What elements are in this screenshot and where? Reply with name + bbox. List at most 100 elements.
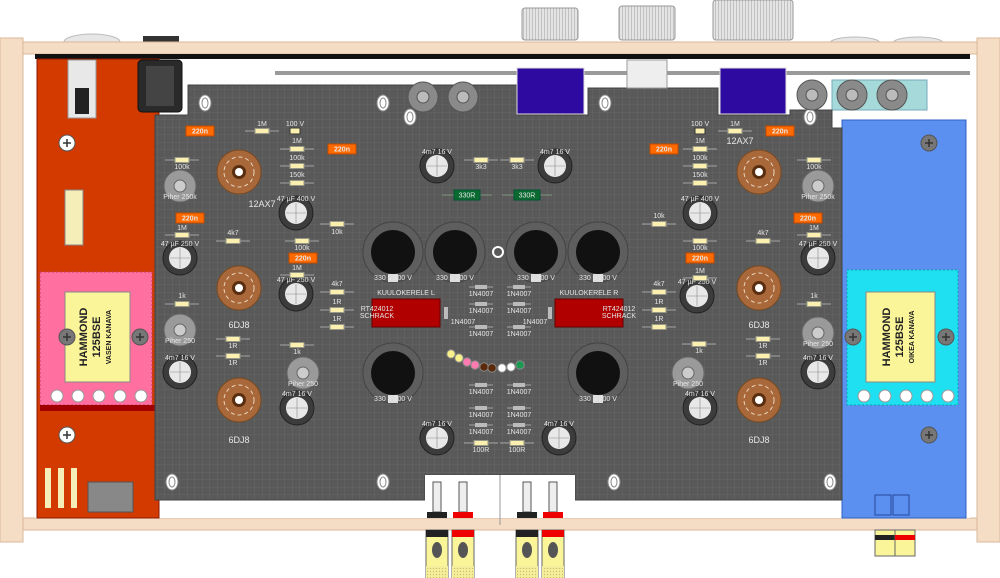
resistor-label: 1k xyxy=(178,293,186,300)
resistor-label: 1R xyxy=(759,360,768,367)
power-resistor: 330R xyxy=(502,189,552,201)
power-resistor-label: 330R xyxy=(519,193,536,200)
resistor-label: 1k xyxy=(293,349,301,356)
resistor: 100R xyxy=(464,440,498,454)
resistor-label: 1M xyxy=(695,268,705,275)
relay-part: RT424012 xyxy=(603,306,636,313)
resistor: 1M xyxy=(245,121,279,134)
transformer-channel: OIKEA KANAVA xyxy=(909,311,916,364)
resistor-label: 100k xyxy=(692,245,708,252)
diode: 1N4007 xyxy=(523,307,552,326)
capacitor-label: 47 µF 250 V xyxy=(161,241,200,248)
resistor-label: 4k7 xyxy=(227,230,238,237)
tube-label: 6DJ8 xyxy=(748,320,769,330)
resistor: 150k xyxy=(280,172,314,186)
trimmer-potentiometer[interactable]: Piher 250 xyxy=(671,356,705,390)
resistor-label: 10k xyxy=(653,213,665,220)
resistor: 1k xyxy=(280,342,314,356)
capacitor-label: 47 µF 250 V xyxy=(277,277,316,284)
resistor: 1M xyxy=(683,138,717,152)
panel-potentiometer[interactable] xyxy=(876,79,908,111)
resistor-label: 1R xyxy=(229,343,238,350)
resistor: 100k xyxy=(683,155,717,169)
resistor-label: 1R xyxy=(229,360,238,367)
resistor: 1R xyxy=(216,353,250,367)
transformer-model: 125BSE xyxy=(894,317,906,358)
resistor-label: 4k7 xyxy=(331,281,342,288)
screw-icon xyxy=(58,328,76,346)
resistor: 1R xyxy=(746,336,780,350)
speaker-binding-post[interactable] xyxy=(451,481,475,578)
resistor-label: 1M xyxy=(730,121,740,128)
volume-knob-right[interactable] xyxy=(712,0,794,41)
trimmer-label: Piher 250 xyxy=(673,381,703,388)
left-transformer-label: HAMMOND 125BSE VASEN KANAVA xyxy=(78,308,113,367)
capacitor-label: 47 µF 250 V xyxy=(678,279,717,286)
wire-connector-dot xyxy=(515,360,525,370)
panel-potentiometer[interactable] xyxy=(407,81,439,113)
trimmer-label: Piher 250 xyxy=(803,341,833,348)
trimmer-potentiometer[interactable]: Piher 250 xyxy=(801,316,835,350)
diode: 1N4007 xyxy=(507,302,531,315)
resistor-label: 150k xyxy=(289,172,305,179)
speaker-binding-post[interactable] xyxy=(425,481,449,578)
electrolytic-capacitor: 47 µF 400 V xyxy=(681,195,719,231)
capacitor-label: 330 µ 200 V xyxy=(374,396,412,403)
film-capacitor: 100 V xyxy=(286,121,304,135)
capacitor-label: 4m7 16 V xyxy=(282,391,312,398)
diode-label: 1N4007 xyxy=(469,291,494,298)
volume-pot-left[interactable] xyxy=(516,67,585,115)
speaker-terminals xyxy=(425,481,916,578)
transformer-model: 125BSE xyxy=(91,317,103,358)
selector-knob[interactable] xyxy=(618,5,676,41)
volume-knob-left[interactable] xyxy=(521,7,579,41)
resistor-label: 1M xyxy=(809,225,819,232)
tube-label: 12AX7 xyxy=(248,199,275,209)
ground-lug xyxy=(492,246,504,258)
relay-title: KUULOKERELE L xyxy=(377,290,435,297)
ground-switch-2[interactable] xyxy=(892,494,910,516)
diode-label: 1N4007 xyxy=(523,319,548,326)
film-capacitor-label: 100 V xyxy=(691,121,710,128)
mounting-hole xyxy=(403,108,417,126)
panel-potentiometer[interactable] xyxy=(836,79,868,111)
filter-capacitor: 330 µ 200 V xyxy=(505,221,567,283)
tube-label: 6DJ8 xyxy=(748,435,769,445)
volume-pot-right[interactable] xyxy=(719,67,787,115)
input-selector-switch[interactable] xyxy=(626,59,668,89)
mounting-hole xyxy=(607,473,621,491)
electrolytic-capacitor: 4m7 16 V xyxy=(419,420,455,456)
transformer-lug xyxy=(50,389,64,403)
speaker-binding-post[interactable] xyxy=(515,481,539,578)
power-output-terminal xyxy=(874,529,896,557)
coupling-capacitor-label: 220n xyxy=(334,147,350,154)
wire-connector-dot xyxy=(506,362,516,372)
trimmer-potentiometer[interactable]: Piher 250 xyxy=(286,356,320,390)
resistor: 1k xyxy=(797,293,831,307)
filter-capacitor: 330 µ 200 V xyxy=(362,221,424,283)
speaker-binding-post[interactable] xyxy=(541,481,565,578)
panel-potentiometer[interactable] xyxy=(796,79,828,111)
trimmer-potentiometer[interactable]: Piher 250 xyxy=(163,313,197,347)
resistor-label: 1R xyxy=(333,299,342,306)
coupling-capacitor: 220n xyxy=(685,252,715,264)
diode: 1N4007 xyxy=(444,307,475,326)
wire-connector-dot xyxy=(446,349,456,359)
resistor-label: 100k xyxy=(174,164,190,171)
wire-connector-dot xyxy=(487,363,497,373)
ground-switch-1[interactable] xyxy=(874,494,892,516)
trimmer-potentiometer[interactable]: Piher 250k xyxy=(163,169,197,203)
resistor: 4k7 xyxy=(320,281,354,295)
electrolytic-capacitor: 47 µF 250 V xyxy=(678,278,717,314)
tube-socket xyxy=(216,377,262,423)
relay-title: KUULOKERELE R xyxy=(560,290,619,297)
panel-potentiometer[interactable] xyxy=(447,81,479,113)
resistor-label: 100R xyxy=(509,447,526,454)
wire-connector-dot xyxy=(497,363,507,373)
wire-connector-dot xyxy=(462,357,472,367)
mounting-hole xyxy=(598,94,612,112)
trimmer-potentiometer[interactable]: Piher 250k xyxy=(801,169,835,203)
diode: 1N4007 xyxy=(507,406,531,419)
power-switch[interactable] xyxy=(87,481,134,513)
